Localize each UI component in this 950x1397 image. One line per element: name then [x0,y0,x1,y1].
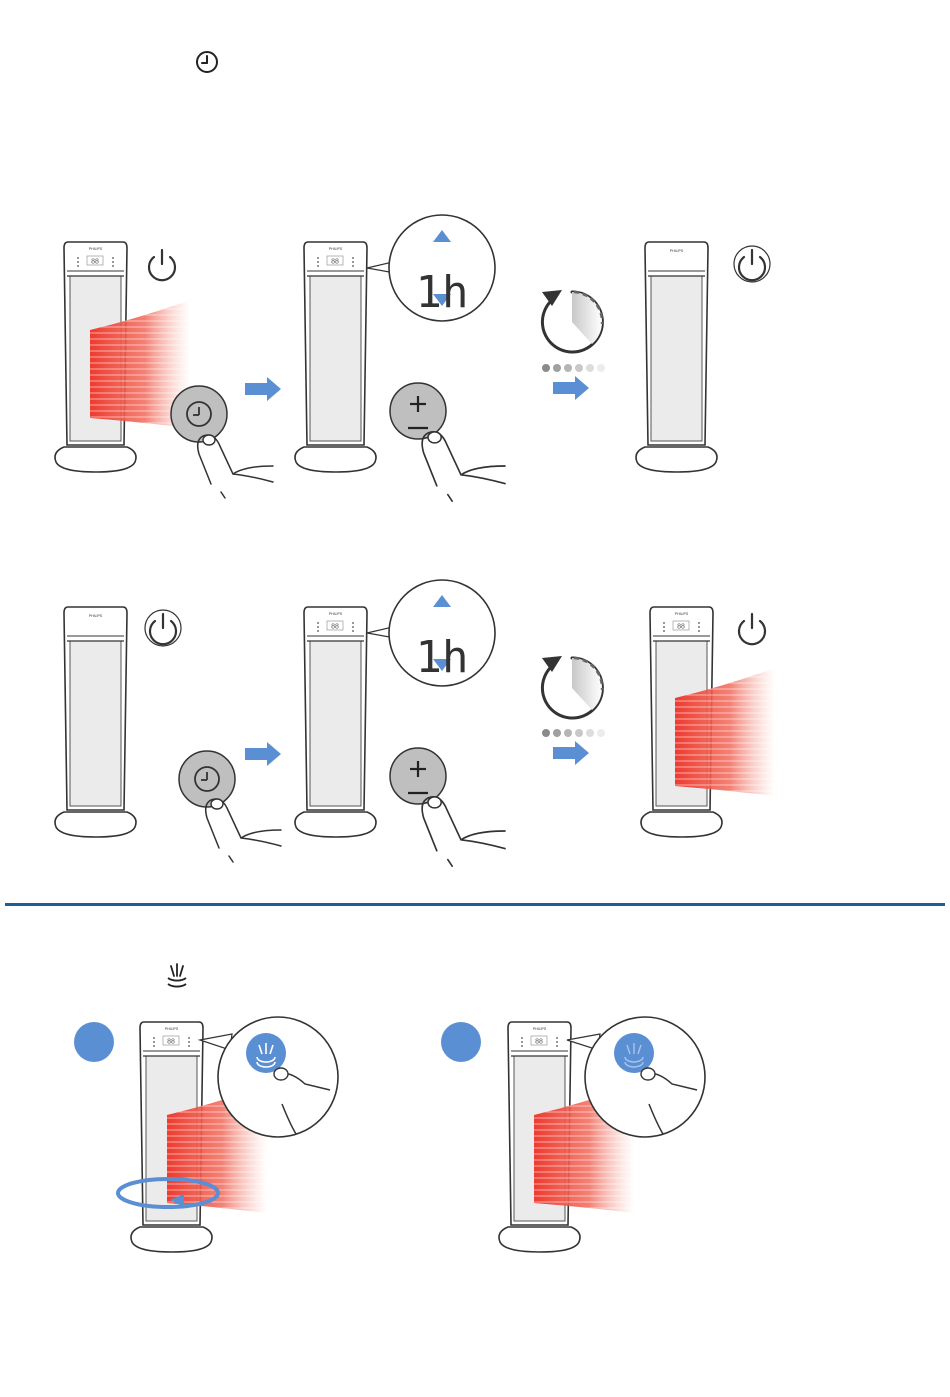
row2-heater-off [55,607,136,837]
row2-hand-2 [422,797,505,866]
section-divider [5,903,945,906]
row1-countdown-icon [542,290,602,352]
header-oscillation-icon [168,964,186,987]
row2-plus-minus-button[interactable] [390,748,446,804]
row2-arrow-1 [245,742,281,766]
row2-power-icon [145,610,181,646]
row1-display-value: 1h [416,267,469,318]
row1-end-power-icon [734,246,770,282]
row1-hand-1 [198,435,273,498]
row2-timer-button[interactable] [179,751,235,807]
row1-timer-button[interactable] [171,386,227,442]
header-timer-icon [197,52,217,72]
row2-countdown-icon [542,656,602,718]
row2-dots [542,729,605,737]
row1-dots [542,364,605,372]
row1-hand-2 [422,432,505,501]
row1-plus-minus-button[interactable] [390,383,446,439]
row2-zoom-bubble: 1h [367,580,495,686]
step2-oscillation-button[interactable] [614,1033,654,1073]
row1-heater-off [636,242,717,472]
row2-heater-setting [295,607,376,837]
step1-oscillation-button[interactable] [246,1033,286,1073]
row1-heater-setting [295,242,376,472]
row2-hand-1 [206,799,281,862]
row1-arrow-2 [553,376,589,400]
row1-zoom-bubble: 1h [367,215,495,321]
row2-display-value: 1h [416,632,469,683]
step-1-badge [74,1022,114,1062]
row2-end-power-icon [739,614,765,644]
row1-arrow-1 [245,377,281,401]
row2-arrow-2 [553,741,589,765]
step-2-badge [441,1022,481,1062]
row1-power-icon [149,250,175,280]
